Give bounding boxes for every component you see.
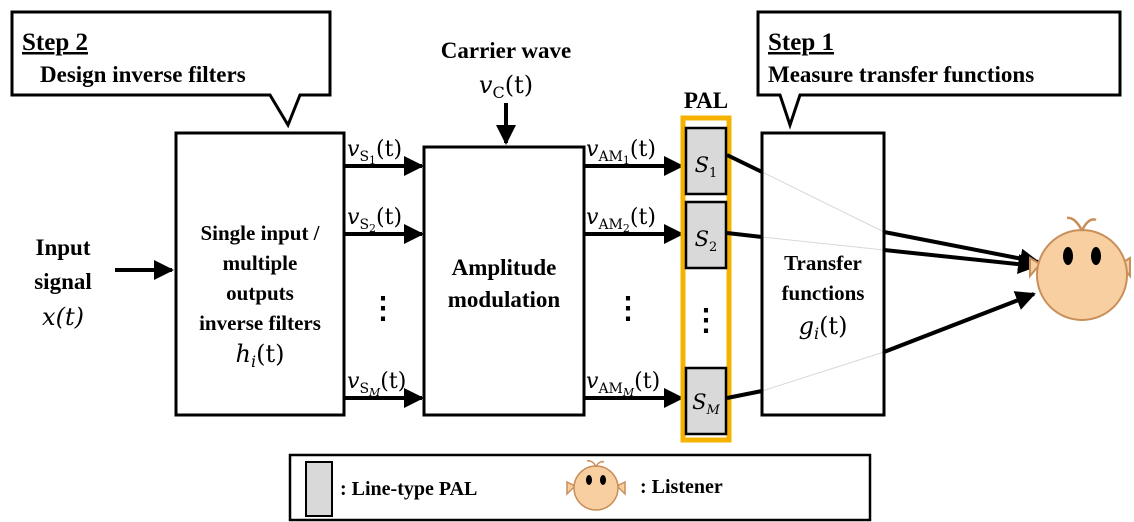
am-line1: Amplitude	[452, 255, 557, 280]
step1-callout: Step 1 Measure transfer functions	[756, 10, 1122, 130]
carrier-wave: Carrier wave vC(t)	[441, 38, 572, 145]
transfer-line1: Transfer	[784, 251, 862, 275]
legend-pal-swatch	[305, 461, 333, 517]
speaker-2	[684, 200, 728, 270]
legend-listener-text: : Listener	[640, 476, 723, 498]
vam-signal-m: vAMM(t)	[584, 369, 684, 408]
listener-eye-right	[1091, 247, 1101, 265]
input-symbol: x(t)	[42, 303, 84, 331]
pal-label: PAL	[684, 88, 728, 113]
filter-line1: Single input /	[200, 221, 320, 245]
amplitude-modulation-block: Amplitude modulation	[422, 145, 586, 417]
input-signal: Input signal x(t)	[34, 235, 174, 331]
pal-array: PAL S1 S2 ⋮ SM	[680, 88, 732, 443]
vam-signal-1: vAM1(t)	[584, 137, 684, 176]
vam-ellipsis: ⋮	[613, 292, 643, 325]
filter-line2: multiple	[223, 251, 298, 275]
vs-signal-2: vS2(t)	[345, 205, 424, 244]
transfer-line2: functions	[782, 281, 865, 305]
filter-line4: inverse filters	[199, 311, 321, 335]
legend: : Line-type PAL : Listener	[288, 453, 872, 522]
transfer-symbol: gi(t)	[799, 312, 848, 343]
transfer-function-block: Transfer functions gi(t)	[760, 131, 886, 417]
carrier-label: Carrier wave	[441, 38, 572, 63]
propagation-paths	[726, 153, 1040, 400]
filter-line3: outputs	[226, 281, 294, 305]
vam-label-2: vAM2(t)	[586, 205, 656, 235]
inverse-filter-block: Single input / multiple outputs inverse …	[174, 131, 346, 417]
am-line2: modulation	[448, 287, 561, 312]
listener-hair	[1066, 216, 1097, 232]
pal-ellipsis: ⋮	[691, 304, 721, 337]
input-line1: Input	[36, 235, 91, 260]
vs-signal-m: vSM(t)	[345, 369, 424, 408]
speaker-1	[684, 126, 728, 196]
speaker-2-label: S2	[695, 227, 718, 255]
speaker-m	[684, 366, 728, 436]
listener-face	[1036, 229, 1128, 321]
vam-label-m: vAMM(t)	[586, 369, 660, 399]
vs-ellipsis: ⋮	[368, 292, 398, 325]
listener-head	[1029, 216, 1131, 321]
legend-pal-text: : Line-type PAL	[340, 478, 477, 500]
vam-label-1: vAM1(t)	[586, 137, 656, 167]
vam-signal-2: vAM2(t)	[584, 205, 684, 244]
speaker-1-label: S1	[695, 153, 718, 181]
step2-callout: Step 2 Design inverse filters	[10, 10, 332, 129]
step1-text: Measure transfer functions	[768, 62, 1034, 87]
listener-eye-left	[1063, 247, 1073, 265]
carrier-symbol: vC(t)	[479, 71, 533, 102]
filter-symbol: hi(t)	[236, 340, 285, 371]
vs-label-1: vS1(t)	[347, 137, 402, 167]
listener-ear-left	[1029, 256, 1042, 279]
vs-label-2: vS2(t)	[347, 205, 402, 235]
legend-listener-icon	[566, 460, 626, 511]
step2-title: Step 2	[22, 29, 88, 56]
speaker-m-label: SM	[692, 390, 720, 418]
vs-signal-1: vS1(t)	[345, 137, 424, 176]
step1-title: Step 1	[768, 29, 834, 56]
pal-frame	[680, 115, 732, 443]
step2-text: Design inverse filters	[40, 62, 246, 87]
vs-label-m: vSM(t)	[347, 369, 406, 399]
input-line2: signal	[34, 269, 92, 294]
